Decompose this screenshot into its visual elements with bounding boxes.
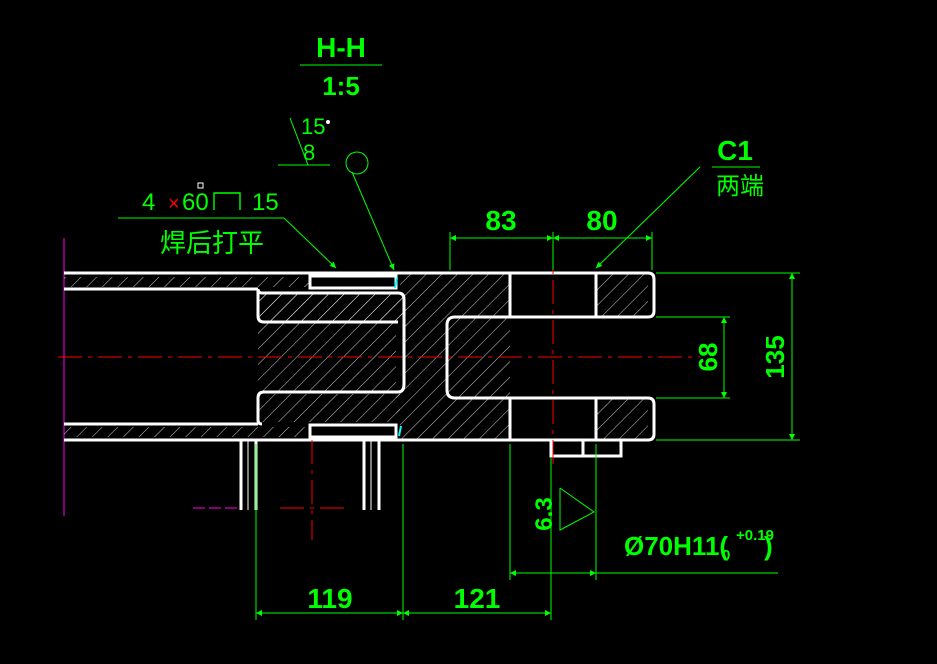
- weld-symbol-icon: [213, 192, 241, 210]
- weld-marks: [394, 277, 402, 437]
- grip-point: [326, 120, 330, 124]
- weld-length: 15: [252, 189, 279, 216]
- dim-135: 135: [760, 335, 790, 378]
- dim-68: 68: [693, 343, 723, 372]
- weld-angle: 15: [301, 114, 325, 139]
- view-title: H-H: [316, 32, 366, 63]
- dim-83: 83: [485, 205, 516, 236]
- roughness-value: 6.3: [531, 497, 558, 530]
- dim-121: 121: [454, 583, 501, 614]
- bore-dimension: Ø70H11(: [624, 531, 728, 561]
- dim-119: 119: [307, 583, 352, 614]
- bore-tol-lower: 0: [722, 547, 730, 564]
- grip-marker: [197, 182, 204, 189]
- centerlines: [58, 240, 700, 540]
- chamfer-note: 两端: [716, 172, 764, 200]
- weld-count: 4: [142, 189, 155, 216]
- dim-80: 80: [586, 205, 617, 236]
- weld-cross-icon: ×: [168, 193, 180, 215]
- bore-close-paren: ): [764, 531, 773, 561]
- chamfer-size: C1: [717, 135, 753, 166]
- bore-tol-upper: +0.19: [736, 527, 774, 544]
- thin-outline: [247, 440, 372, 510]
- section-hatching: [64, 273, 648, 440]
- dimension-lines: [118, 64, 800, 620]
- view-scale: 1:5: [322, 71, 360, 101]
- weld-note: 焊后打平: [160, 229, 264, 259]
- weld-gap: 8: [303, 140, 315, 165]
- weld-size: 60: [182, 189, 209, 216]
